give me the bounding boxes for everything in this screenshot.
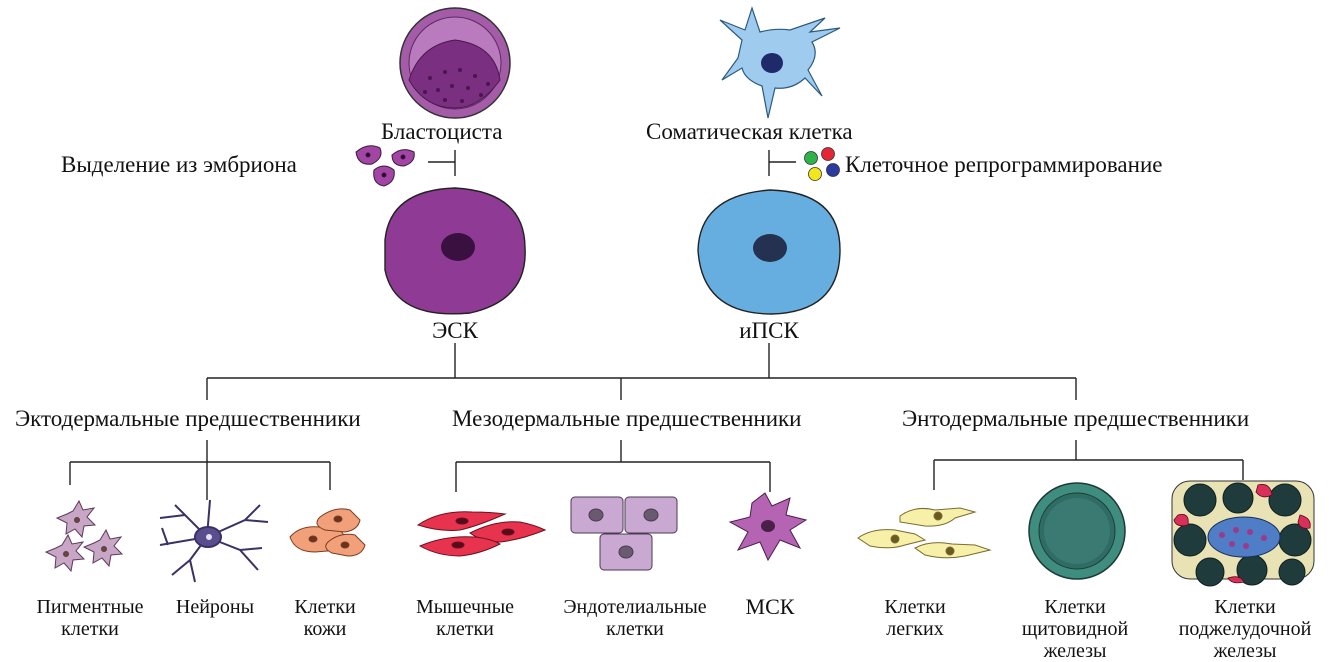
- skin-cells-label: Клетки кожи: [275, 596, 375, 640]
- thyroid-cells-label: Клетки щитовидной железы: [1010, 596, 1140, 662]
- thyroid-label-line2: щитовидной: [1010, 618, 1140, 640]
- pigment-label-line2: клетки: [20, 618, 160, 640]
- pancreas-label-line3: железы: [1170, 640, 1320, 662]
- muscle-label-line1: Мышечные: [400, 596, 530, 618]
- esc-cell-icon: [385, 188, 525, 314]
- ectoderm-label: Эктодермальные предшественники: [15, 406, 361, 432]
- lung-label-line1: Клетки: [860, 596, 970, 618]
- blastocyst-icon: [400, 8, 510, 118]
- isolation-cells-icon: [356, 146, 414, 186]
- pigment-cells-label: Пигментные клетки: [20, 596, 160, 640]
- pancreas-cells-label: Клетки поджелудочной железы: [1170, 596, 1320, 662]
- muscle-cells-icon: [418, 512, 545, 556]
- ipsc-cell-icon: [698, 190, 840, 314]
- pancreas-label-line2: поджелудочной: [1170, 618, 1320, 640]
- ipsc-label: иПСК: [719, 318, 819, 344]
- neurons-label-line1: Нейроны: [160, 596, 270, 618]
- lung-cells-label: Клетки легких: [860, 596, 970, 640]
- thyroid-follicle-icon: [1029, 483, 1125, 579]
- skin-label-line1: Клетки: [275, 596, 375, 618]
- msc-label: МСК: [730, 596, 810, 618]
- muscle-cells-label: Мышечные клетки: [400, 596, 530, 640]
- endothelial-cells-icon: [571, 497, 677, 570]
- endothelial-cells-label: Эндотелиальные клетки: [545, 596, 725, 640]
- somatic-cell-icon: [720, 8, 840, 118]
- msc-icon: [730, 493, 806, 560]
- lung-cells-icon: [858, 508, 990, 558]
- esc-label: ЭСК: [405, 318, 505, 344]
- blastocyst-label: Бластоциста: [381, 119, 502, 145]
- pigment-cells-icon: [46, 501, 122, 571]
- pigment-label-line1: Пигментные: [20, 596, 160, 618]
- reprogramming-factors-icon: [805, 148, 840, 181]
- skin-cells-icon: [290, 509, 365, 556]
- skin-label-line2: кожи: [275, 618, 375, 640]
- muscle-label-line2: клетки: [400, 618, 530, 640]
- msc-label-line1: МСК: [730, 596, 810, 618]
- pancreas-cells-icon: [1172, 481, 1314, 586]
- isolation-label: Выделение из эмбриона: [61, 152, 297, 178]
- endothelial-label-line1: Эндотелиальные: [545, 596, 725, 618]
- thyroid-label-line3: железы: [1010, 640, 1140, 662]
- thyroid-label-line1: Клетки: [1010, 596, 1140, 618]
- reprogramming-label: Клеточное репрограммирование: [845, 152, 1162, 178]
- endothelial-label-line2: клетки: [545, 618, 725, 640]
- lung-label-line2: легких: [860, 618, 970, 640]
- neurons-label: Нейроны: [160, 596, 270, 618]
- endoderm-label: Энтодермальные предшественники: [902, 406, 1249, 432]
- mesoderm-label: Мезодермальные предшественники: [452, 406, 802, 432]
- somatic-cell-label: Соматическая клетка: [646, 119, 853, 145]
- neuron-icon: [160, 500, 268, 582]
- pancreas-label-line1: Клетки: [1170, 596, 1320, 618]
